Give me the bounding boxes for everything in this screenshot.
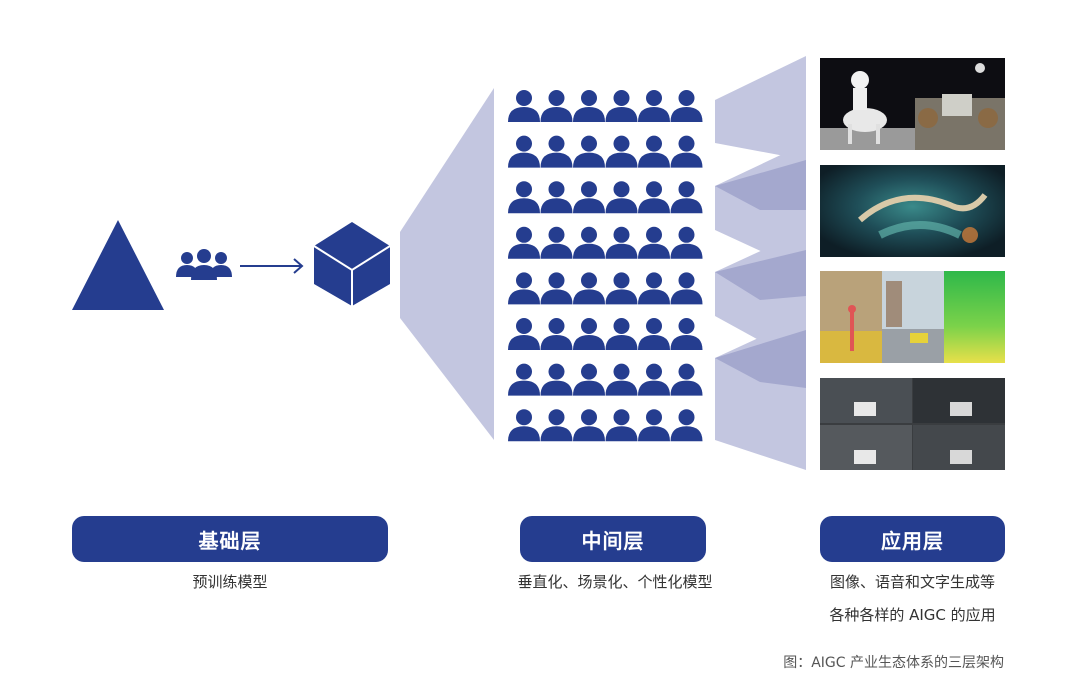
left-fan-shape xyxy=(400,88,494,440)
person-icon xyxy=(605,226,638,259)
diagram-canvas xyxy=(72,56,806,470)
people-group-icon xyxy=(176,249,232,280)
person-icon xyxy=(638,181,670,214)
underwater-figure-image xyxy=(820,165,1005,257)
app-layer-label: 应用层 xyxy=(820,516,1005,562)
person-icon xyxy=(638,90,670,122)
driving-scenes-image xyxy=(820,378,1005,470)
base-layer-label: 基础层 xyxy=(72,516,388,562)
person-icon xyxy=(573,181,605,214)
person-icon xyxy=(638,135,670,168)
middle-layer-desc: 垂直化、场景化、个性化模型 xyxy=(517,573,713,591)
person-icon xyxy=(573,272,605,305)
triangle-icon xyxy=(72,220,164,310)
person-icon xyxy=(605,181,638,214)
person-icon xyxy=(670,363,703,396)
person-icon xyxy=(638,363,670,396)
person-icon xyxy=(540,409,573,442)
person-icon xyxy=(508,363,540,396)
person-icon xyxy=(670,226,703,259)
person-icon xyxy=(638,409,670,442)
base-layer-desc: 预训练模型 xyxy=(192,573,268,591)
person-icon xyxy=(573,318,605,350)
person-icon xyxy=(508,90,540,122)
person-icon xyxy=(540,363,573,396)
person-icon xyxy=(508,409,540,442)
person-icon xyxy=(605,135,638,168)
person-icon xyxy=(638,318,670,350)
person-icon xyxy=(573,409,605,442)
person-icon xyxy=(670,318,703,350)
people-grid xyxy=(508,90,703,442)
person-icon xyxy=(540,135,573,168)
person-icon xyxy=(670,135,703,168)
cube-icon xyxy=(313,222,391,306)
person-icon xyxy=(508,226,540,259)
person-icon xyxy=(670,409,703,442)
person-icon xyxy=(605,272,638,305)
person-icon xyxy=(605,409,638,442)
street-segmentation-image xyxy=(820,271,1005,363)
person-icon xyxy=(670,272,703,305)
app-layer-desc-line1: 图像、语音和文字生成等 xyxy=(829,573,995,591)
person-icon xyxy=(540,90,573,122)
person-icon xyxy=(605,363,638,396)
person-icon xyxy=(605,90,638,122)
person-icon xyxy=(638,272,670,305)
right-fan-shapes xyxy=(715,56,806,470)
astronaut-horse-image xyxy=(820,58,1005,150)
person-icon xyxy=(540,318,573,350)
middle-layer-label: 中间层 xyxy=(520,516,706,562)
person-icon xyxy=(540,226,573,259)
person-icon xyxy=(508,272,540,305)
person-icon xyxy=(573,226,605,259)
person-icon xyxy=(573,363,605,396)
person-icon xyxy=(573,135,605,168)
person-icon xyxy=(573,90,605,122)
person-icon xyxy=(540,272,573,305)
app-layer-desc-line2: 各种各样的 AIGC 的应用 xyxy=(829,606,996,624)
person-icon xyxy=(540,181,573,214)
person-icon xyxy=(670,90,703,122)
person-icon xyxy=(508,181,540,214)
person-icon xyxy=(670,181,703,214)
figure-caption: 图：AIGC 产业生态体系的三层架构 xyxy=(783,655,1004,671)
person-icon xyxy=(638,226,670,259)
arrow-right-icon xyxy=(240,258,304,274)
person-icon xyxy=(508,318,540,350)
person-icon xyxy=(605,318,638,350)
person-icon xyxy=(508,135,540,168)
